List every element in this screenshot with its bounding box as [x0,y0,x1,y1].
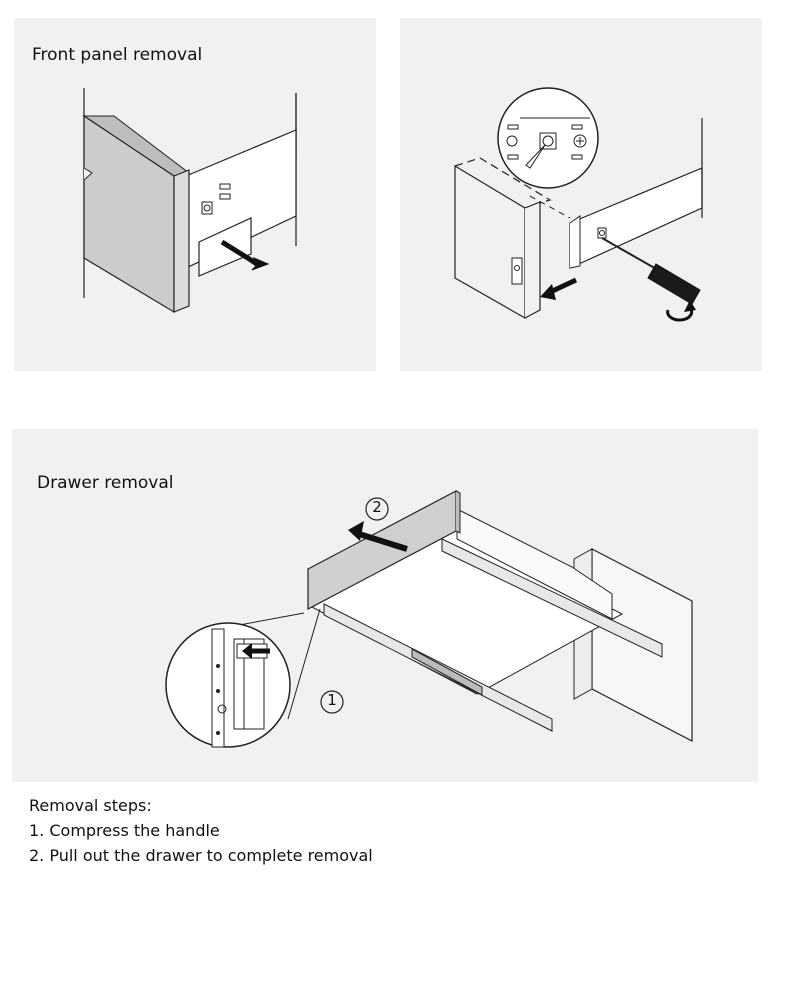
drawer-removal-figure: Drawer removal 2 1 [12,429,758,782]
steps-heading: Removal steps: [29,796,152,815]
screwdriver-adjustment-figure [400,18,762,371]
drawer-removal-title: Drawer removal [37,473,174,493]
removal-steps: Removal steps: 1. Compress the handle 2.… [29,793,373,868]
drawer-removal-illustration [165,490,693,748]
front-panel-removal-title: Front panel removal [32,45,203,65]
step-item-1: 1. Compress the handle [29,821,220,840]
step-item-2: 2. Pull out the drawer to complete remov… [29,846,373,865]
callout-2-label: 2 [372,498,382,516]
screwdriver-adjustment-illustration [454,87,703,322]
front-panel-removal-figure: Front panel removal [14,18,376,371]
callout-1-label: 1 [327,691,337,709]
front-panel-removal-illustration [82,88,297,314]
